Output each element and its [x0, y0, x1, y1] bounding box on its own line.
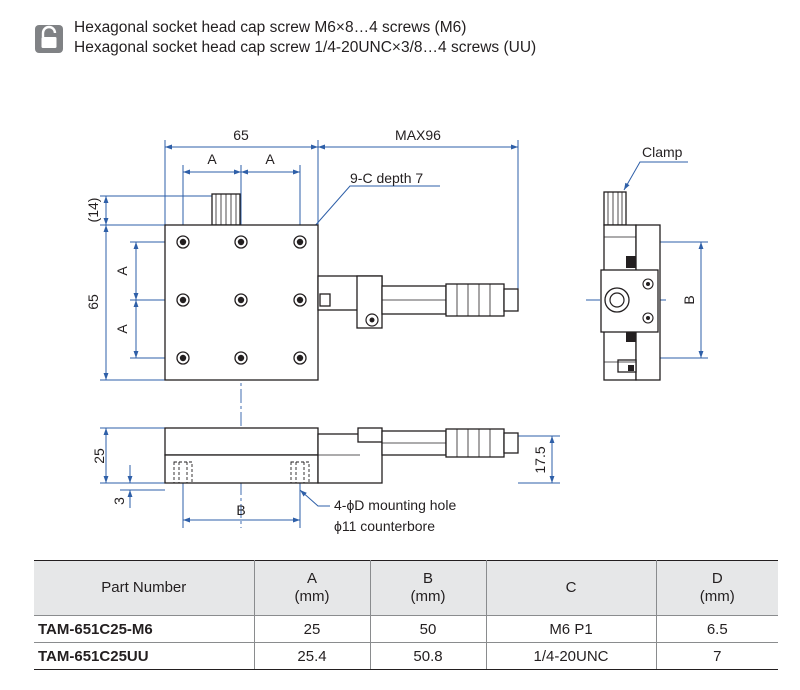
label-max96: MAX96 [395, 127, 441, 143]
label-width-65: 65 [233, 127, 249, 143]
cell-part-number: TAM-651C25-M6 [34, 615, 255, 643]
header-b: B(mm) [369, 560, 487, 616]
header-d: D(mm) [655, 560, 778, 616]
side-view: Clamp B [586, 144, 708, 381]
header-c: C [485, 560, 657, 616]
technical-drawing: 65 MAX96 A A 9-C depth 7 (14) 65 A A [85, 127, 708, 534]
cell-b: 50 [369, 615, 487, 643]
top-view: 65 MAX96 A A 9-C depth 7 (14) 65 A A [85, 127, 519, 410]
label-height-65: 65 [85, 294, 101, 310]
note-line-m6: Hexagonal socket head cap screw M6×8…4 s… [74, 19, 467, 36]
label-a-side-1: A [114, 266, 130, 276]
label-a-side-2: A [114, 324, 130, 334]
cell-c: 1/4-20UNC [485, 642, 657, 670]
label-a-top-1: A [207, 151, 217, 167]
cell-d: 6.5 [655, 615, 778, 643]
lock-icon [35, 25, 63, 53]
label-clamp: Clamp [642, 144, 683, 160]
cell-part-number: TAM-651C25UU [34, 642, 255, 670]
label-dim-17-5: 17.5 [532, 446, 548, 473]
label-b-bottom: B [236, 502, 245, 518]
table-row: TAM-651C25-M6 25 50 M6 P1 6.5 [34, 615, 778, 643]
label-holes: 9-C depth 7 [350, 170, 423, 186]
label-dim-3: 3 [111, 497, 127, 505]
cell-c: M6 P1 [485, 615, 657, 643]
label-counterbore: ϕ11 counterbore [334, 518, 435, 534]
label-dim-25: 25 [91, 448, 107, 464]
label-mount-hole: 4-ϕD mounting hole [334, 497, 456, 513]
table-row: TAM-651C25UU 25.4 50.8 1/4-20UNC 7 [34, 642, 778, 670]
cell-d: 7 [655, 642, 778, 670]
label-dim-14: (14) [85, 198, 101, 223]
header-part-number: Part Number [34, 560, 255, 616]
cell-a: 25 [253, 615, 371, 643]
cell-a: 25.4 [253, 642, 371, 670]
spec-table: Part Number A(mm) B(mm) C D(mm) TAM-651C… [34, 560, 778, 670]
header-a: A(mm) [253, 560, 371, 616]
front-view: 25 3 B 17.5 4-ϕD mounting hole ϕ11 count… [91, 412, 560, 534]
table-header-row: Part Number A(mm) B(mm) C D(mm) [34, 560, 778, 616]
cell-b: 50.8 [369, 642, 487, 670]
note-line-uu: Hexagonal socket head cap screw 1/4-20UN… [74, 39, 537, 56]
label-b-side: B [681, 295, 697, 304]
notes-header: Hexagonal socket head cap screw M6×8…4 s… [34, 18, 794, 66]
label-a-top-2: A [265, 151, 275, 167]
